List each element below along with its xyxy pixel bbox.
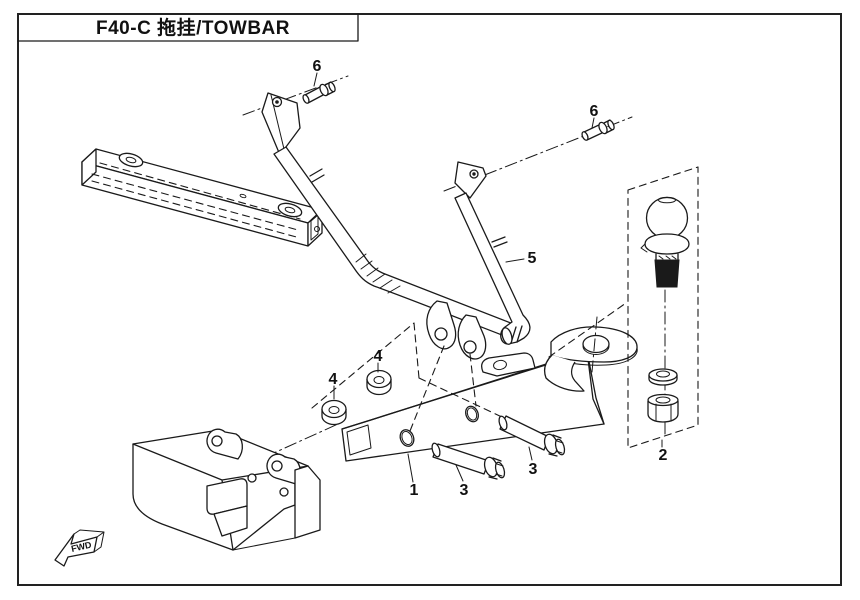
callouts: 6 6 5 4 4 1 3 3 2 [313, 58, 668, 499]
hitch-ball-kit [627, 166, 699, 449]
kit-hex-nut [647, 393, 679, 423]
callout-6-right: 6 [590, 103, 599, 120]
threaded-stud [654, 259, 680, 288]
callout-4-lower: 4 [329, 371, 338, 388]
receiver-bracket [132, 428, 321, 551]
page-title: F40-C 拖挂/TOWBAR [96, 16, 290, 39]
kit-boundary-box [627, 166, 699, 449]
main-beam [341, 326, 638, 462]
fwd-label: FWD [70, 539, 93, 553]
spacer-lower [321, 399, 347, 426]
bolt-right [498, 415, 566, 457]
callout-1: 1 [410, 482, 419, 499]
callout-4-upper: 4 [374, 348, 383, 365]
fwd-direction-marker: FWD [54, 529, 105, 567]
page-border [17, 13, 842, 586]
callout-5: 5 [528, 250, 537, 267]
callout-3-right: 3 [529, 461, 538, 478]
bolt-left [431, 442, 506, 480]
bolt-top-left [302, 81, 336, 104]
callout-6-left: 6 [313, 58, 322, 75]
bolt-top-right [581, 119, 615, 141]
kit-washer [648, 368, 678, 386]
hitch-ball [645, 196, 689, 240]
title-block: F40-C 拖挂/TOWBAR [17, 13, 359, 42]
towbar-frame-tube [261, 92, 531, 360]
callout-2: 2 [659, 447, 668, 464]
cross-bar [81, 148, 323, 247]
spacer-upper [366, 369, 392, 396]
callout-3-left: 3 [460, 482, 469, 499]
